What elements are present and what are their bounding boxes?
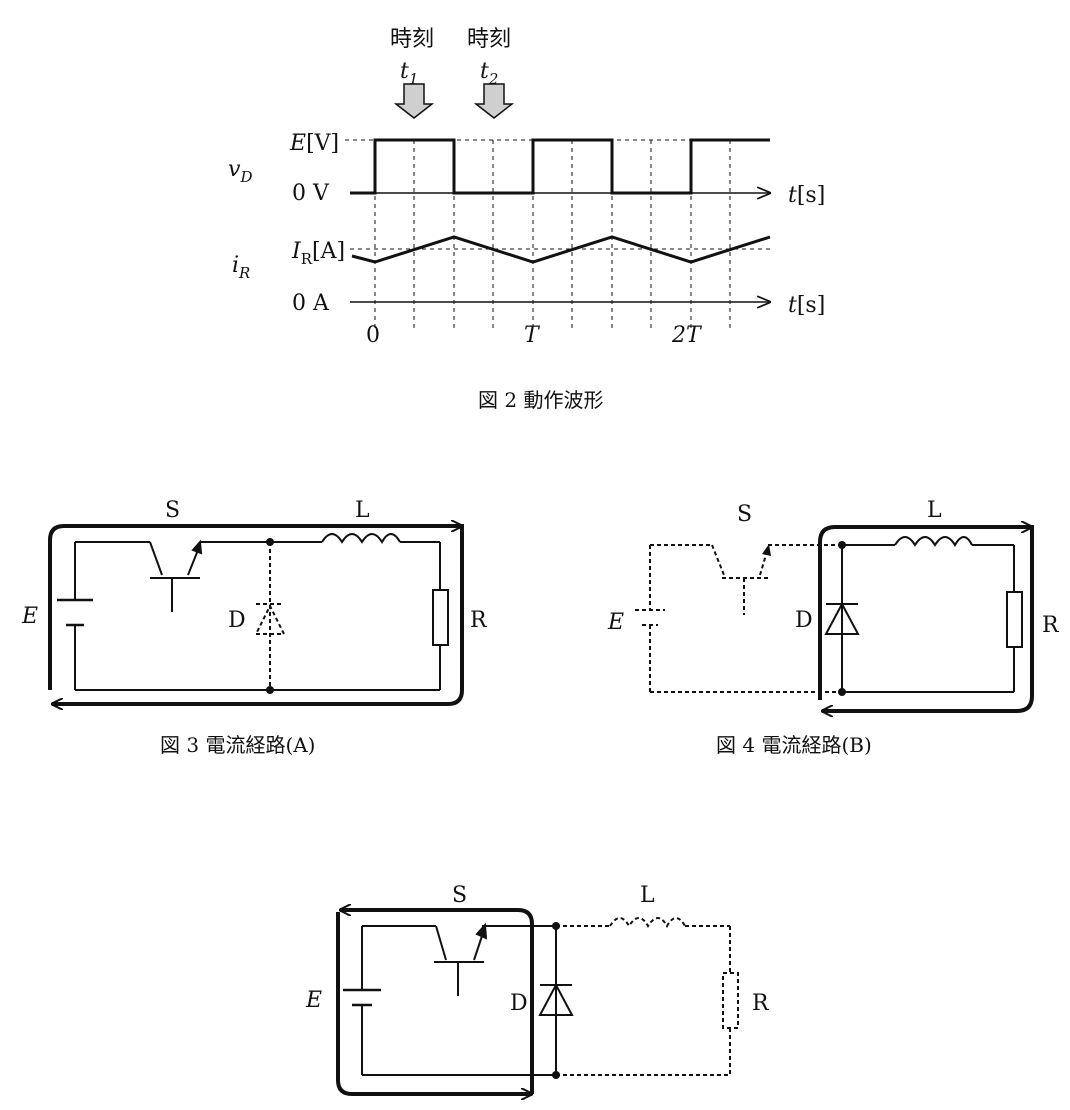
ir-waveform	[351, 235, 771, 264]
tick-2T: 2T	[671, 323, 703, 348]
fig5-label-e: E	[305, 988, 322, 1013]
fig4-label-r: R	[1042, 613, 1060, 638]
fig3-labels: S L E D R 図 3 電流経路(A)	[21, 498, 488, 757]
transistor-icon	[149, 539, 203, 612]
fig4-label-l: L	[927, 498, 942, 523]
battery-icon	[343, 988, 381, 1007]
fig3-circuit	[48, 524, 464, 704]
battery-icon	[57, 598, 93, 627]
fig3-caption: 図 3 電流経路(A)	[160, 733, 316, 757]
ir-label: iR	[232, 253, 250, 282]
fig4-label-e: E	[607, 610, 624, 635]
fig2-waveform: 時刻 t1 時刻 t2 vD E[V] 0 V	[228, 27, 825, 412]
fig4-label-s: S	[737, 502, 752, 527]
zero-v-label: 0 V	[292, 181, 330, 206]
inductor-icon	[321, 533, 401, 544]
fig5-label-s: S	[452, 883, 467, 908]
fig5-label-r: R	[752, 991, 770, 1016]
fig4-label-d: D	[795, 608, 813, 633]
tick-0: 0	[366, 323, 380, 348]
diode-icon	[824, 601, 860, 635]
fig3-label-r: R	[470, 608, 488, 633]
resistor-icon	[1006, 591, 1023, 648]
fig5-circuit	[336, 910, 739, 1096]
marker-t1-var: t1	[400, 59, 418, 88]
marker-t1-label: 時刻	[390, 27, 434, 52]
resistor-icon	[722, 972, 739, 1029]
fig2-caption: 図 2 動作波形	[478, 388, 603, 412]
ir-level-label: IR[A]	[291, 239, 345, 268]
current-path-a	[48, 524, 464, 704]
inductor-icon	[894, 536, 973, 547]
fig3-label-l: L	[355, 498, 370, 523]
down-arrow-icon	[393, 83, 435, 119]
fig5-label-l: L	[640, 883, 655, 908]
battery-icon	[635, 609, 665, 626]
down-arrow-icon	[473, 83, 515, 119]
e-level-label: E[V]	[289, 131, 339, 156]
fig3-label-d: D	[228, 608, 246, 633]
diode-icon	[538, 982, 574, 1016]
ir-t-axis-label: t[s]	[788, 293, 825, 318]
vd-t-axis-label: t[s]	[788, 183, 825, 208]
marker-t2-var: t2	[480, 59, 498, 88]
fig3-label-s: S	[165, 498, 180, 523]
resistor-icon	[432, 589, 449, 646]
vd-label: vD	[228, 157, 252, 186]
marker-t2-label: 時刻	[467, 27, 511, 52]
zero-a-label: 0 A	[292, 291, 330, 316]
current-path-b	[818, 525, 1034, 711]
fig4-circuit	[635, 525, 1034, 711]
diode-icon	[254, 542, 286, 690]
fig5-labels: S L E D R	[305, 883, 770, 1016]
current-path-c	[336, 912, 530, 1096]
transistor-icon	[711, 544, 769, 615]
fig5-label-d: D	[510, 991, 528, 1016]
fig4-caption: 図 4 電流経路(B)	[716, 733, 872, 757]
inductor-icon	[609, 917, 686, 929]
fig4-labels: S L E D R 図 4 電流経路(B)	[607, 498, 1060, 757]
marker-t2: 時刻 t2	[467, 27, 515, 119]
marker-t1: 時刻 t1	[390, 27, 435, 119]
tick-T: T	[524, 323, 541, 348]
fig3-label-e: E	[21, 604, 38, 629]
vd-waveform	[350, 138, 770, 195]
transistor-icon	[434, 922, 488, 996]
